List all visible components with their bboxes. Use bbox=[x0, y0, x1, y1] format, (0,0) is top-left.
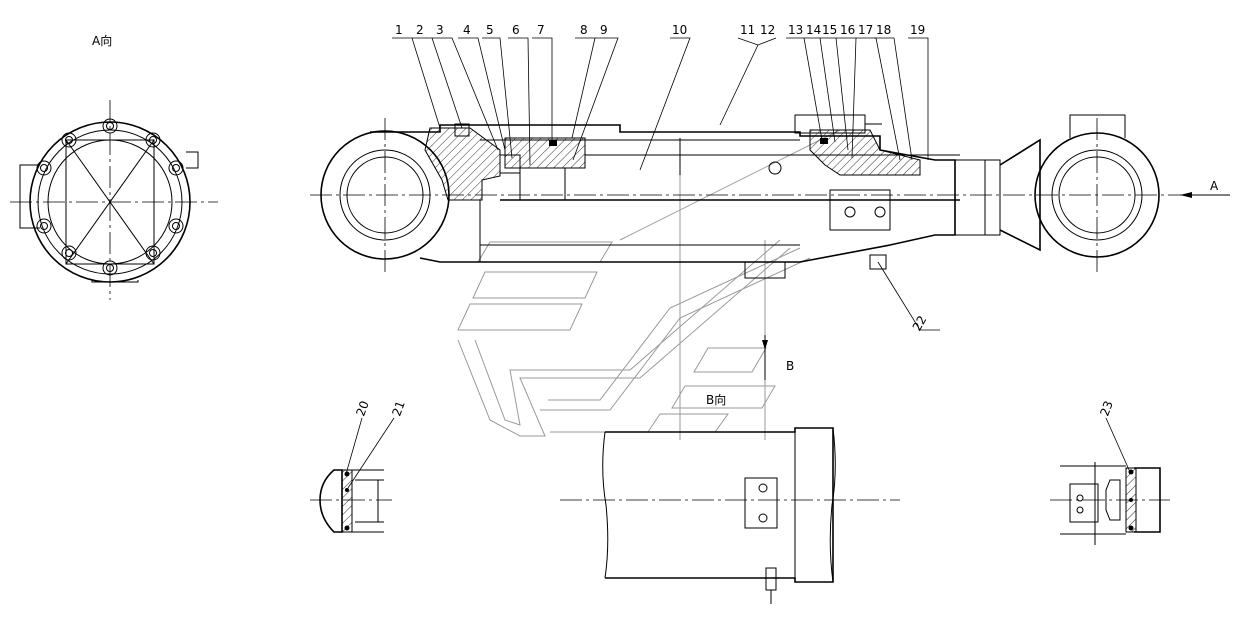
part-label-9: 9 bbox=[600, 23, 608, 37]
view-arrow-b: B bbox=[762, 335, 794, 380]
part-label-3: 3 bbox=[436, 23, 444, 37]
part-label-2: 2 bbox=[416, 23, 424, 37]
view-a-end: A向 bbox=[10, 33, 218, 300]
part-label-4: 4 bbox=[463, 23, 471, 37]
view-arrow-b-label: B bbox=[786, 359, 794, 373]
part-label-12: 12 bbox=[760, 23, 775, 37]
part-label-19: 19 bbox=[910, 23, 925, 37]
view-b: B向 bbox=[560, 392, 900, 604]
part-label-20: 20 bbox=[353, 399, 371, 418]
view-arrow-a-label: A bbox=[1210, 179, 1219, 193]
part-label-13: 13 bbox=[788, 23, 803, 37]
detail-20-21: 20 21 bbox=[310, 399, 408, 533]
part-label-23: 23 bbox=[1097, 399, 1115, 418]
part-label-22: 22 bbox=[910, 313, 930, 333]
part-label-1: 1 bbox=[395, 23, 403, 37]
part-label-16: 16 bbox=[840, 23, 855, 37]
main-section-view: A 1 2 3 bbox=[310, 23, 1230, 333]
view-a-label: A向 bbox=[92, 33, 112, 48]
detail-23: 23 bbox=[1050, 399, 1170, 545]
part-label-7: 7 bbox=[537, 23, 545, 37]
watermark-logo bbox=[457, 129, 841, 440]
bolt-circle bbox=[36, 118, 184, 276]
part-label-5: 5 bbox=[486, 23, 494, 37]
part-label-17: 17 bbox=[858, 23, 873, 37]
part-label-6: 6 bbox=[512, 23, 520, 37]
part-leaders bbox=[392, 37, 940, 331]
part-label-8: 8 bbox=[580, 23, 588, 37]
part-number-labels: 1 2 3 4 5 6 7 8 9 10 11 12 13 14 15 16 1… bbox=[395, 23, 929, 333]
view-b-label: B向 bbox=[706, 392, 726, 407]
part-label-18: 18 bbox=[876, 23, 891, 37]
part-label-15: 15 bbox=[822, 23, 837, 37]
part-label-21: 21 bbox=[389, 399, 407, 418]
part-label-10: 10 bbox=[672, 23, 687, 37]
part-label-14: 14 bbox=[806, 23, 821, 37]
view-arrow-a: A bbox=[1180, 179, 1230, 198]
part-label-11: 11 bbox=[740, 23, 755, 37]
